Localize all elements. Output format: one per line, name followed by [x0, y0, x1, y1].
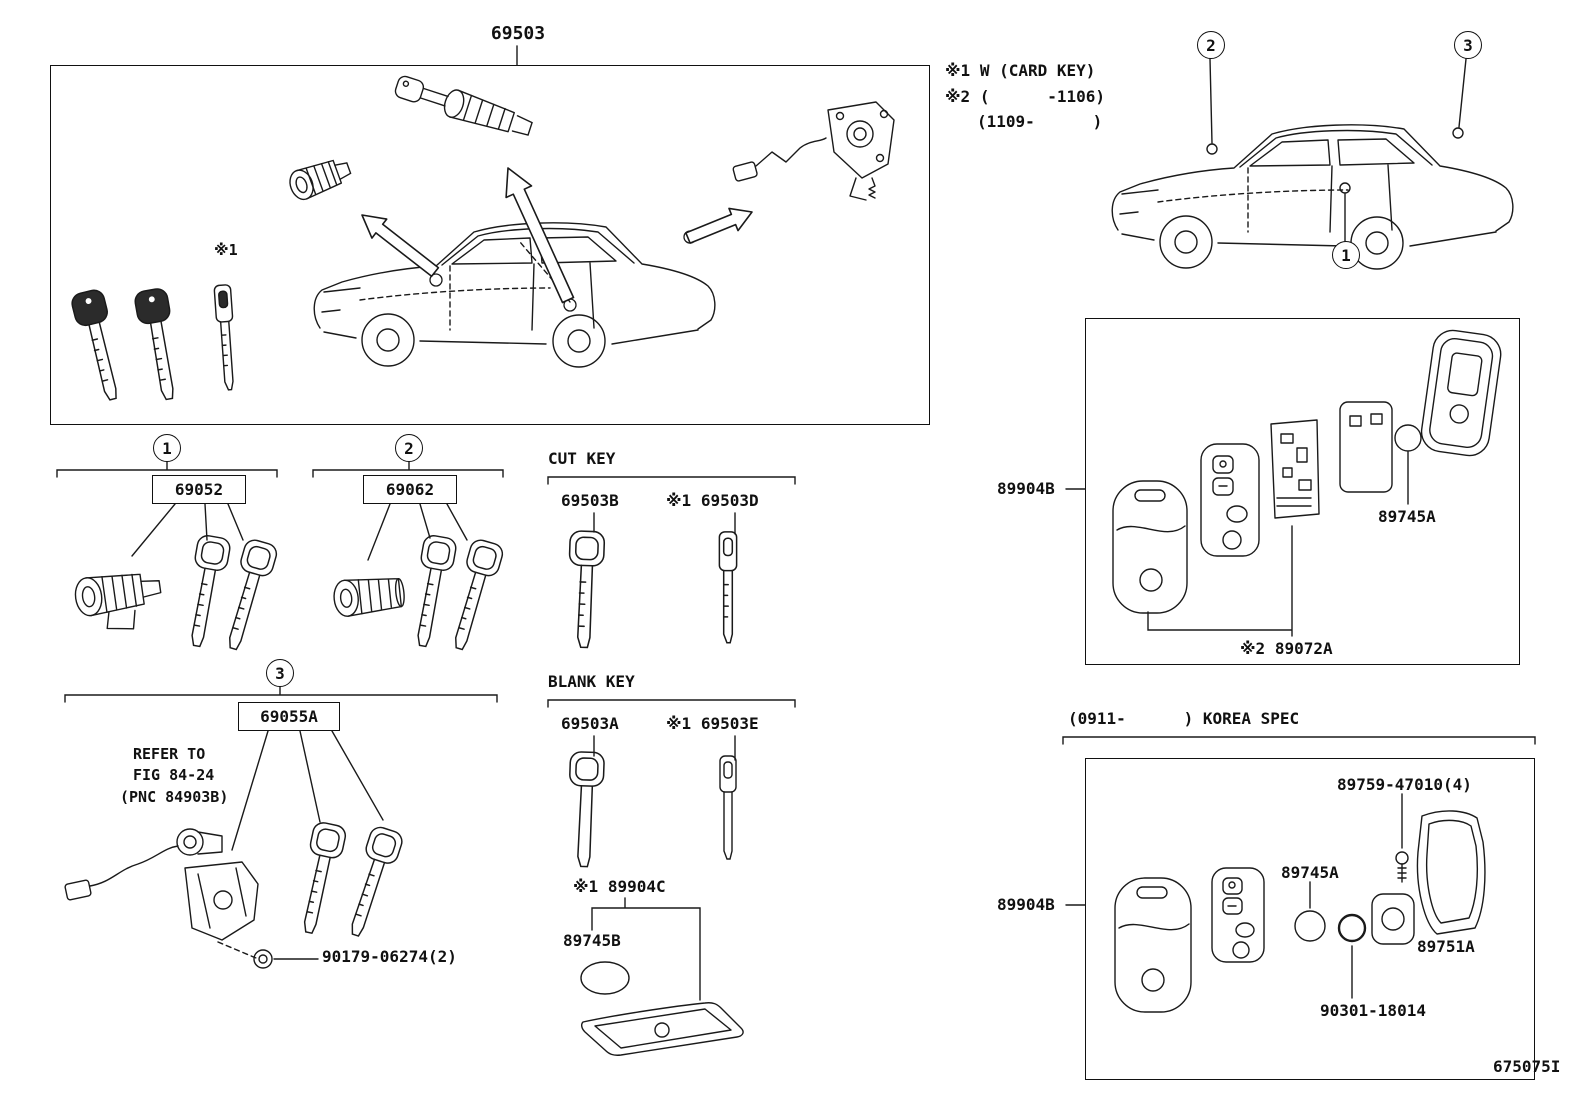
main-car-illustration [313, 167, 753, 368]
part-number-69503A: 69503A [561, 714, 619, 733]
part-number-89904B-korea: 89904B [997, 895, 1055, 914]
part-number-89745B: 89745B [563, 931, 621, 950]
part-number-89751A: 89751A [1417, 937, 1475, 956]
part-number-89745A: 89745A [1378, 507, 1436, 526]
group2-lock-cylinder-art [333, 577, 405, 617]
blank-sub-key-art [719, 755, 737, 860]
part-number-main-assembly: 69503 [490, 23, 546, 44]
footnote-mark-key: ※1 [214, 241, 238, 259]
trunk-lock-assembly-art [732, 101, 895, 201]
part-number-90179: 90179-06274(2) [322, 947, 457, 966]
korea-smart-key-set-art [1114, 810, 1486, 1013]
card-key-art [580, 961, 744, 1056]
smart-key-box [1085, 318, 1520, 665]
note-card-key: ※1 W (CARD KEY) [945, 61, 1096, 80]
callout-2: 2 [1197, 31, 1225, 59]
refer-note-line2: FIG 84-24 [133, 766, 215, 784]
callout-car-illustration [1111, 124, 1514, 270]
part-number-89745A-korea: 89745A [1281, 863, 1339, 882]
group3-callout: 3 [266, 659, 294, 687]
part-number-69055A: 69055A [238, 702, 340, 731]
group1-callout: 1 [153, 434, 181, 462]
part-number-89759: 89759-47010(4) [1337, 775, 1472, 794]
part-number-89904C: ※1 89904C [573, 877, 666, 896]
cut-sub-key-art [718, 531, 738, 644]
refer-note-line1: REFER TO [133, 745, 206, 763]
master-key-art [134, 288, 174, 401]
blank-master-key-art [569, 751, 605, 868]
doc-number: 675075I [1493, 1057, 1561, 1076]
refer-note-line3: (PNC 84903B) [120, 788, 229, 806]
part-number-69503B: 69503B [561, 491, 619, 510]
part-number-69503D: ※1 69503D [666, 491, 759, 510]
master-key-art [71, 289, 117, 401]
blank-key-title: BLANK KEY [548, 672, 635, 691]
part-number-69052: 69052 [152, 475, 246, 504]
cut-master-key-art [568, 530, 606, 649]
group2-key-art [455, 539, 504, 651]
group3-lock-with-cable-art [64, 828, 273, 969]
sub-key-art [213, 284, 234, 391]
door-lock-cylinder-art [289, 159, 352, 201]
note-range-2: (1109- ) [977, 112, 1103, 131]
part-number-90301: 90301-18014 [1320, 1001, 1426, 1020]
part-number-69503E: ※1 69503E [666, 714, 759, 733]
group2-callout: 2 [395, 434, 423, 462]
callout-1: 1 [1332, 241, 1360, 269]
group1-lock-cylinder-art [74, 573, 162, 630]
part-number-69062: 69062 [363, 475, 457, 504]
part-number-89072A: ※2 89072A [1240, 639, 1333, 658]
group3-key-art [351, 826, 403, 937]
korea-spec-box [1085, 758, 1535, 1080]
ignition-lock-cylinder-art [394, 75, 533, 136]
main-assembly-box [50, 65, 930, 425]
cut-key-title: CUT KEY [548, 449, 616, 468]
note-range-1: ※2 ( -1106) [945, 87, 1106, 106]
smart-key-set-art [1112, 329, 1502, 614]
part-number-89904B: 89904B [997, 479, 1055, 498]
callout-3: 3 [1454, 31, 1482, 59]
korea-spec-header: (0911- ) KOREA SPEC [1068, 709, 1300, 728]
